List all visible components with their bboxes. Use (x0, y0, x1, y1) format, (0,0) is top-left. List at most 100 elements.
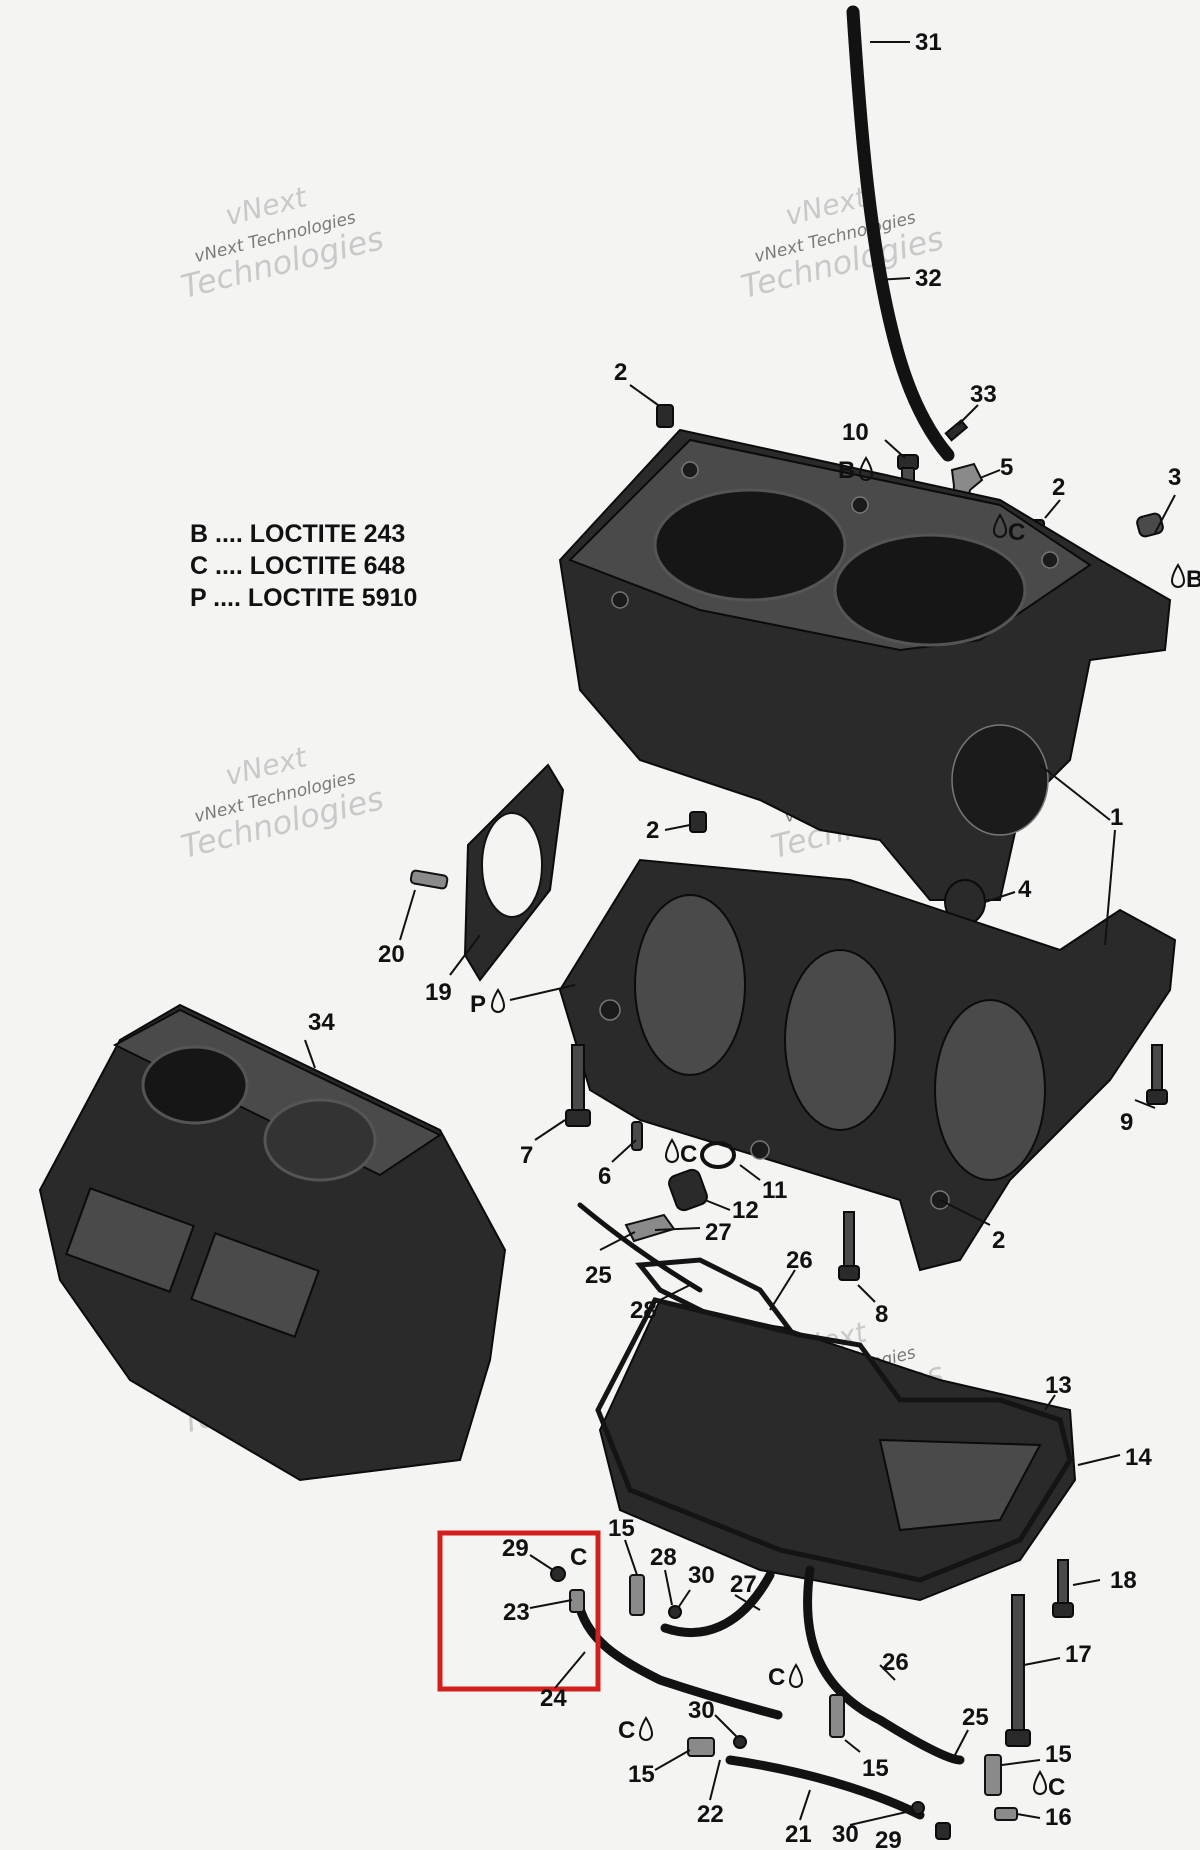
code-markers: B C B P C C C C C (470, 456, 1200, 1801)
upper-bolt-hole (611, 591, 629, 609)
callout-15-top: 15 (608, 1515, 635, 1542)
callout-2-top: 2 (614, 359, 627, 386)
stud-6 (631, 1121, 643, 1151)
leader-20 (399, 889, 416, 941)
upper-bearing-port (951, 724, 1049, 836)
drop-icon (1032, 1770, 1048, 1795)
leader-18 (1072, 1579, 1101, 1586)
gasket-19-assembly (409, 763, 565, 982)
leader-30-bottom (849, 1809, 916, 1826)
leader-1b (1104, 829, 1116, 946)
callout-4: 4 (1018, 876, 1032, 903)
fitting-15-top (629, 1574, 645, 1616)
bolt-7-shank (571, 1044, 585, 1116)
leader-15-top (624, 1539, 638, 1576)
main-bearing-journal (634, 894, 746, 1076)
leader-30-mid (677, 1589, 691, 1609)
leader-p (509, 984, 576, 1001)
upper-bolt-hole (681, 461, 699, 479)
leader-14 (1077, 1454, 1121, 1466)
gasket-13 (595, 1297, 1073, 1583)
callout-26-low: 26 (882, 1649, 909, 1676)
callout-14: 14 (1125, 1444, 1152, 1471)
hose-clamp-33 (944, 419, 969, 442)
callout-10: 10 (842, 419, 869, 446)
callout-18: 18 (1110, 1567, 1137, 1594)
callout-28-top: 28 (630, 1297, 657, 1324)
fitting-15-left (687, 1737, 715, 1757)
leader-32 (874, 277, 911, 281)
lower-bolt-hole (750, 1140, 770, 1160)
callout-30-low: 30 (688, 1697, 715, 1724)
leader-16 (1016, 1813, 1041, 1819)
fitting-15-right (984, 1754, 1002, 1796)
leader-2-mid (664, 824, 691, 831)
code-b-marker: B (1186, 566, 1200, 593)
callout-15-right: 15 (1045, 1741, 1072, 1768)
leader-15-right (1001, 1759, 1041, 1766)
bolt-8-shank (843, 1211, 855, 1273)
leader-28-mid (664, 1569, 673, 1606)
bolt-17-shank (1011, 1594, 1025, 1736)
bushing-12 (668, 1168, 708, 1212)
callout-7: 7 (520, 1142, 533, 1169)
leader-11 (739, 1164, 761, 1181)
leader-15-mid (844, 1739, 861, 1753)
bolt-7-head (565, 1109, 591, 1127)
leader-27-top (654, 1227, 701, 1231)
callout-30-mid: 30 (688, 1562, 715, 1589)
callout-2-low: 2 (992, 1227, 1005, 1254)
clamp-30-1 (668, 1605, 682, 1619)
oil-pan-bolts (1005, 1559, 1074, 1747)
leader-22 (709, 1759, 721, 1801)
oil-pan-assembly (595, 1257, 1077, 1602)
watermark-3: vNext vNext Technologies Technologies (177, 740, 387, 866)
callout-25-low: 25 (962, 1704, 989, 1731)
fitting-23 (569, 1589, 585, 1613)
callout-21: 21 (785, 1821, 812, 1848)
leader-2-low (939, 1199, 991, 1226)
plug-29-bottom (935, 1822, 951, 1840)
leader-15-left (654, 1749, 691, 1771)
hose-24 (573, 1595, 783, 1720)
lower-bolt-hole (599, 999, 621, 1021)
leader-34 (304, 1039, 316, 1069)
leader-26-low (879, 1664, 896, 1681)
leader-10 (884, 439, 906, 459)
leader-1a (1039, 764, 1111, 821)
callout-8: 8 (875, 1301, 888, 1328)
legend-line-b: B .... LOCTITE 243 (190, 520, 405, 548)
leader-12 (704, 1199, 731, 1211)
callout-23: 23 (503, 1599, 530, 1626)
vent-hose (846, 5, 955, 462)
bolt-8-head (838, 1265, 860, 1281)
callout-20: 20 (378, 941, 405, 968)
upper-cylinder-bore-1 (653, 488, 847, 602)
callout-6: 6 (598, 1163, 611, 1190)
callout-27-mid: 27 (730, 1571, 757, 1598)
leader-25-low (954, 1729, 969, 1756)
callout-29-top: 29 (502, 1535, 529, 1562)
upper-bolt-hole (1041, 551, 1059, 569)
oil-hoses (550, 1202, 1018, 1840)
loctite-legend: B .... LOCTITE 243 C .... LOCTITE 648 P … (190, 520, 417, 612)
leader-21 (799, 1789, 811, 1821)
callout-17: 17 (1065, 1641, 1092, 1668)
bolt-10-head (897, 454, 919, 470)
leader-2-right (1044, 499, 1061, 519)
callout-12: 12 (732, 1197, 759, 1224)
leader-4 (984, 891, 1016, 903)
lower-crankcase (558, 858, 1177, 1272)
callout-34: 34 (308, 1009, 335, 1036)
callout-31: 31 (915, 29, 942, 56)
callout-11: 11 (762, 1177, 787, 1204)
callout-1: 1 (1110, 804, 1123, 831)
callout-27-top: 27 (705, 1219, 732, 1246)
drop-icon (638, 1716, 654, 1741)
code-c-marker: C (768, 1664, 785, 1691)
bolt-9-shank (1151, 1044, 1163, 1096)
upper-bolt-hole (851, 496, 869, 514)
leader-13 (1044, 1394, 1056, 1411)
drop-icon (788, 1663, 804, 1688)
leader-lines (304, 41, 1176, 1826)
